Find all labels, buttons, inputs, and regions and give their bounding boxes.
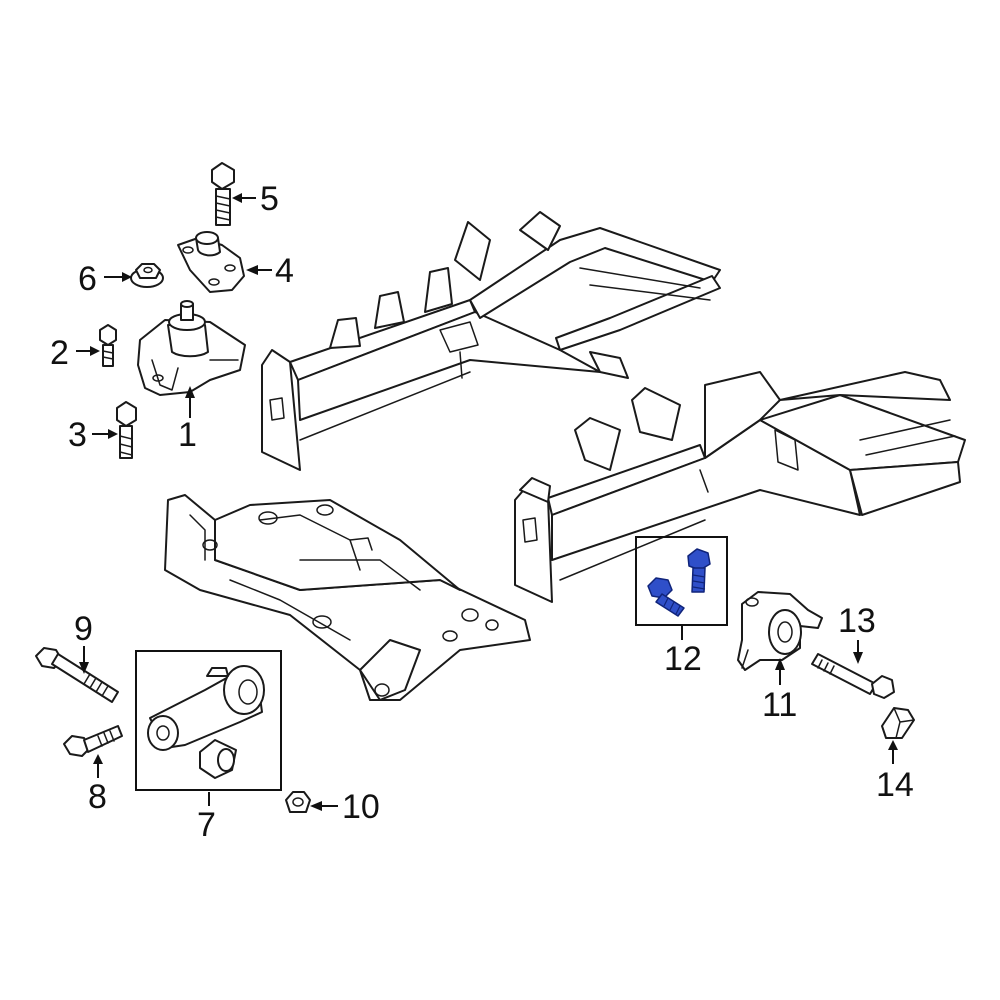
part-10-nut (285, 791, 311, 813)
part-2-bolt (99, 324, 117, 367)
callout-4: 4 (275, 252, 294, 290)
part-5-bolt (211, 162, 235, 226)
callout-13: 13 (838, 602, 876, 640)
callout-7: 7 (197, 806, 216, 844)
part-11-trans-mount (737, 591, 823, 671)
callout-11: 11 (762, 686, 798, 724)
part-1-engine-mount (137, 300, 246, 396)
callout-10: 10 (342, 788, 380, 826)
frame-rail-right (514, 371, 966, 603)
subframe (164, 494, 531, 701)
part-12-bolts-highlighted (635, 536, 728, 626)
callout-2: 2 (50, 334, 69, 372)
callout-9: 9 (74, 610, 93, 648)
part-7-torque-rod (135, 650, 282, 791)
part-13-bolt (811, 653, 895, 699)
callout-14: 14 (876, 766, 914, 804)
frame-rail-left (261, 211, 721, 471)
callout-3: 3 (68, 416, 87, 454)
part-3-bolt (116, 401, 137, 459)
part-9-bolt (35, 647, 119, 703)
callout-12: 12 (664, 640, 702, 678)
leader-lines (76, 193, 898, 811)
part-4-bracket (177, 231, 245, 293)
callout-8: 8 (88, 778, 107, 816)
part-8-bolt (63, 725, 123, 757)
callout-5: 5 (260, 180, 279, 218)
callout-1: 1 (178, 416, 197, 454)
part-6-nut (130, 263, 164, 288)
callout-6: 6 (78, 260, 97, 298)
part-14-clip (881, 707, 915, 739)
